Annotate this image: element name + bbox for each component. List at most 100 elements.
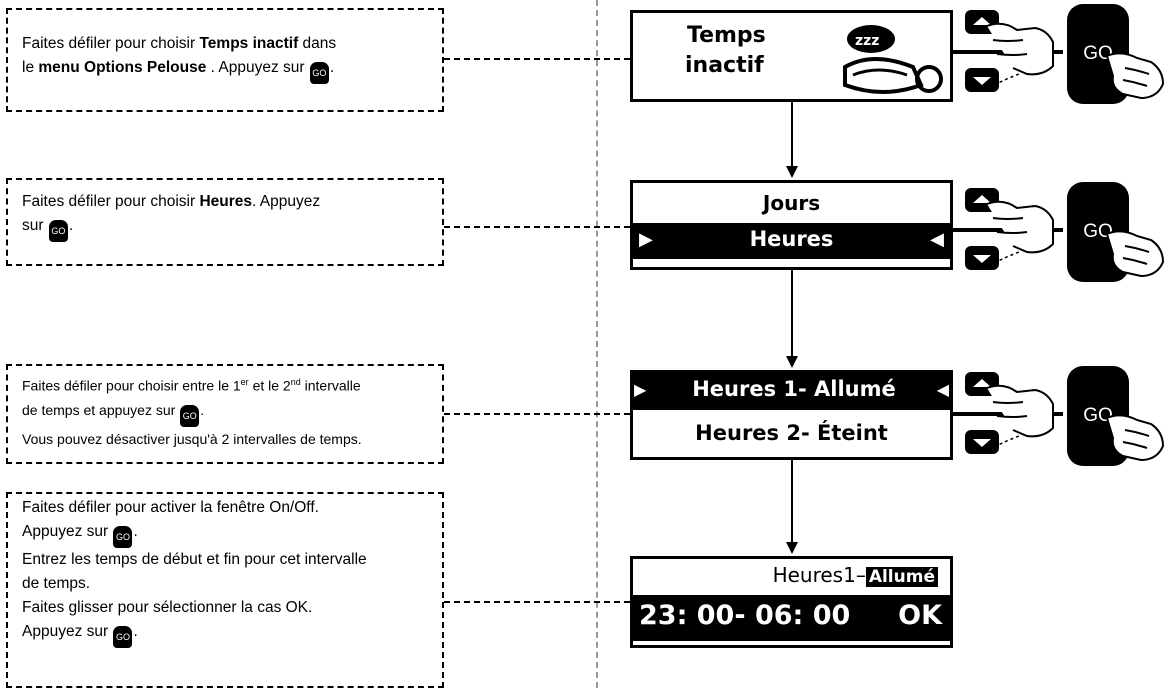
down-arrow-icon [973,439,991,447]
screen4-time-range: 23: 00- 06: 00 [639,600,851,631]
instruction-text: . [200,401,205,418]
ordinal-suffix: er [240,377,249,387]
pressing-hand-icon [1105,414,1165,462]
instruction-bold-term: Temps inactif [199,35,299,52]
control-cluster-1: GO [953,0,1171,110]
instruction-line: Appuyez sur GO. [22,620,432,648]
flow-arrow-1 [791,102,793,168]
scroll-down-button[interactable] [965,430,999,454]
instruction-text: . Appuyez sur [206,59,309,76]
up-arrow-icon [973,379,991,387]
instruction-text: Appuyez sur [22,623,113,640]
instruction-line: Entrez les temps de début et fin pour ce… [22,548,432,572]
flow-arrow-2-head [786,356,798,368]
go-button-icon: GO [48,220,68,242]
flow-arrow-2 [791,270,793,358]
pressing-hand-icon [1105,52,1165,100]
instruction-text: Faites défiler pour choisir entre le 1 [22,377,241,394]
scroll-down-button[interactable] [965,246,999,270]
instruction-text: Faites défiler pour choisir [22,35,200,52]
zzz-icon-text: zzz [855,33,879,49]
go-button-icon: GO [180,404,200,427]
screen4-title-label: Heures1– [772,563,866,587]
step-2-instructions: Faites défiler pour choisir Heures. Appu… [6,178,444,266]
step-4-instructions: Faites défiler pour activer la fenêtre O… [6,492,444,688]
go-button-icon: GO [113,626,133,648]
screen4-title: Heures1–Allumé [773,563,938,587]
step-1-instructions: Faites défiler pour choisir Temps inacti… [6,8,444,112]
screen4-ok: OK [898,600,942,631]
pointing-hand-icon [986,384,1054,451]
instruction-line: Faites glisser pour sélectionner la cas … [22,596,432,620]
lcd-screen-days-hours: Jours ▶ Heures ◀ [630,180,953,270]
down-arrow-icon [973,77,991,85]
up-arrow-icon [973,17,991,25]
instruction-text: le [22,59,39,76]
instruction-line: de temps et appuyez sur GO. [22,398,432,427]
pointing-hand-icon [986,200,1054,267]
instruction-text: et le 2 [248,377,291,394]
connector-2 [444,226,630,228]
screen4-time-row: 23: 00- 06: 00 OK [633,595,950,641]
scroll-down-button[interactable] [965,68,999,92]
screen4-status-badge: Allumé [865,567,938,587]
go-button-icon: GO [113,526,133,548]
step-3-instructions: Faites défiler pour choisir entre le 1er… [6,364,444,464]
go-button-icon: GO [309,62,329,84]
instruction-line: de temps. [22,572,432,596]
instruction-text: intervalle [300,377,361,394]
instruction-text: Vous pouvez désactiver jusqu'à 2 interva… [22,430,362,447]
instruction-text: . [133,623,138,640]
lcd-screen-intervals: ▶ Heures 1- Allumé ◀ Heures 2- Éteint [630,370,953,460]
instruction-line: Faites défiler pour choisir entre le 1er… [22,370,432,398]
control-cluster-3: GO [953,362,1171,466]
instruction-line: Appuyez sur GO. [22,520,432,548]
instruction-bold-term: menu Options Pelouse [38,59,207,76]
right-pointer-icon: ▶ [634,380,647,399]
instruction-text: . Appuyez [252,193,321,210]
instruction-line: sur GO. [22,214,432,242]
instruction-text: Entrez les temps de début et fin pour ce… [22,551,367,568]
down-arrow-icon [973,255,991,263]
lcd-screen-idle-time: Temps inactif zzz [630,10,953,102]
sleeping-mower-icon: zzz [843,25,943,94]
center-divider [596,0,598,688]
control-cluster-2: GO [953,178,1171,282]
instruction-bold-term: Heures [199,193,253,210]
connector-3 [444,413,630,415]
instruction-text: de temps. [22,575,91,592]
screen3-selected-row: ▶ Heures 1- Allumé ◀ [630,370,953,410]
instruction-text: Faites glisser pour sélectionner la cas … [22,599,313,616]
screen2-top-option: Jours [762,191,821,215]
lcd-screen-time-window: Heures1–Allumé 23: 00- 06: 00 OK [630,556,953,648]
instruction-text: . [329,59,335,76]
left-pointer-icon: ◀ [930,229,944,250]
up-arrow-icon [973,195,991,203]
connector-1 [444,58,630,60]
flow-arrow-1-head [786,166,798,178]
instruction-line: le menu Options Pelouse . Appuyez sur GO… [22,56,432,84]
instruction-text: . [133,523,138,540]
instruction-line: Faites défiler pour choisir Heures. Appu… [22,190,432,214]
connector-4 [444,601,630,603]
instruction-text: dans [298,35,337,52]
flow-arrow-3-head [786,542,798,554]
instruction-text: de temps et appuyez sur [22,401,180,418]
flow-arrow-3 [791,460,793,544]
pointing-hand-icon [986,22,1054,89]
screen3-selected-option: Heures 1- Allumé [692,377,896,401]
screen2-selected-option: Heures [749,227,834,251]
instruction-line: Faites défiler pour activer la fenêtre O… [22,496,432,520]
left-pointer-icon: ◀ [936,380,949,399]
screen1-line2: inactif [685,53,764,78]
instruction-text: sur [22,217,48,234]
instruction-text: Appuyez sur [22,523,113,540]
instruction-line: Faites défiler pour choisir Temps inacti… [22,32,432,56]
screen2-selected-row: ▶ Heures ◀ [633,223,950,259]
instruction-line: Vous pouvez désactiver jusqu'à 2 interva… [22,427,432,451]
ordinal-suffix: nd [290,377,301,387]
instruction-text: . [68,217,74,234]
pressing-hand-icon [1105,230,1165,278]
screen3-other-option: Heures 2- Éteint [695,421,888,445]
screen1-line1: Temps [687,23,766,48]
